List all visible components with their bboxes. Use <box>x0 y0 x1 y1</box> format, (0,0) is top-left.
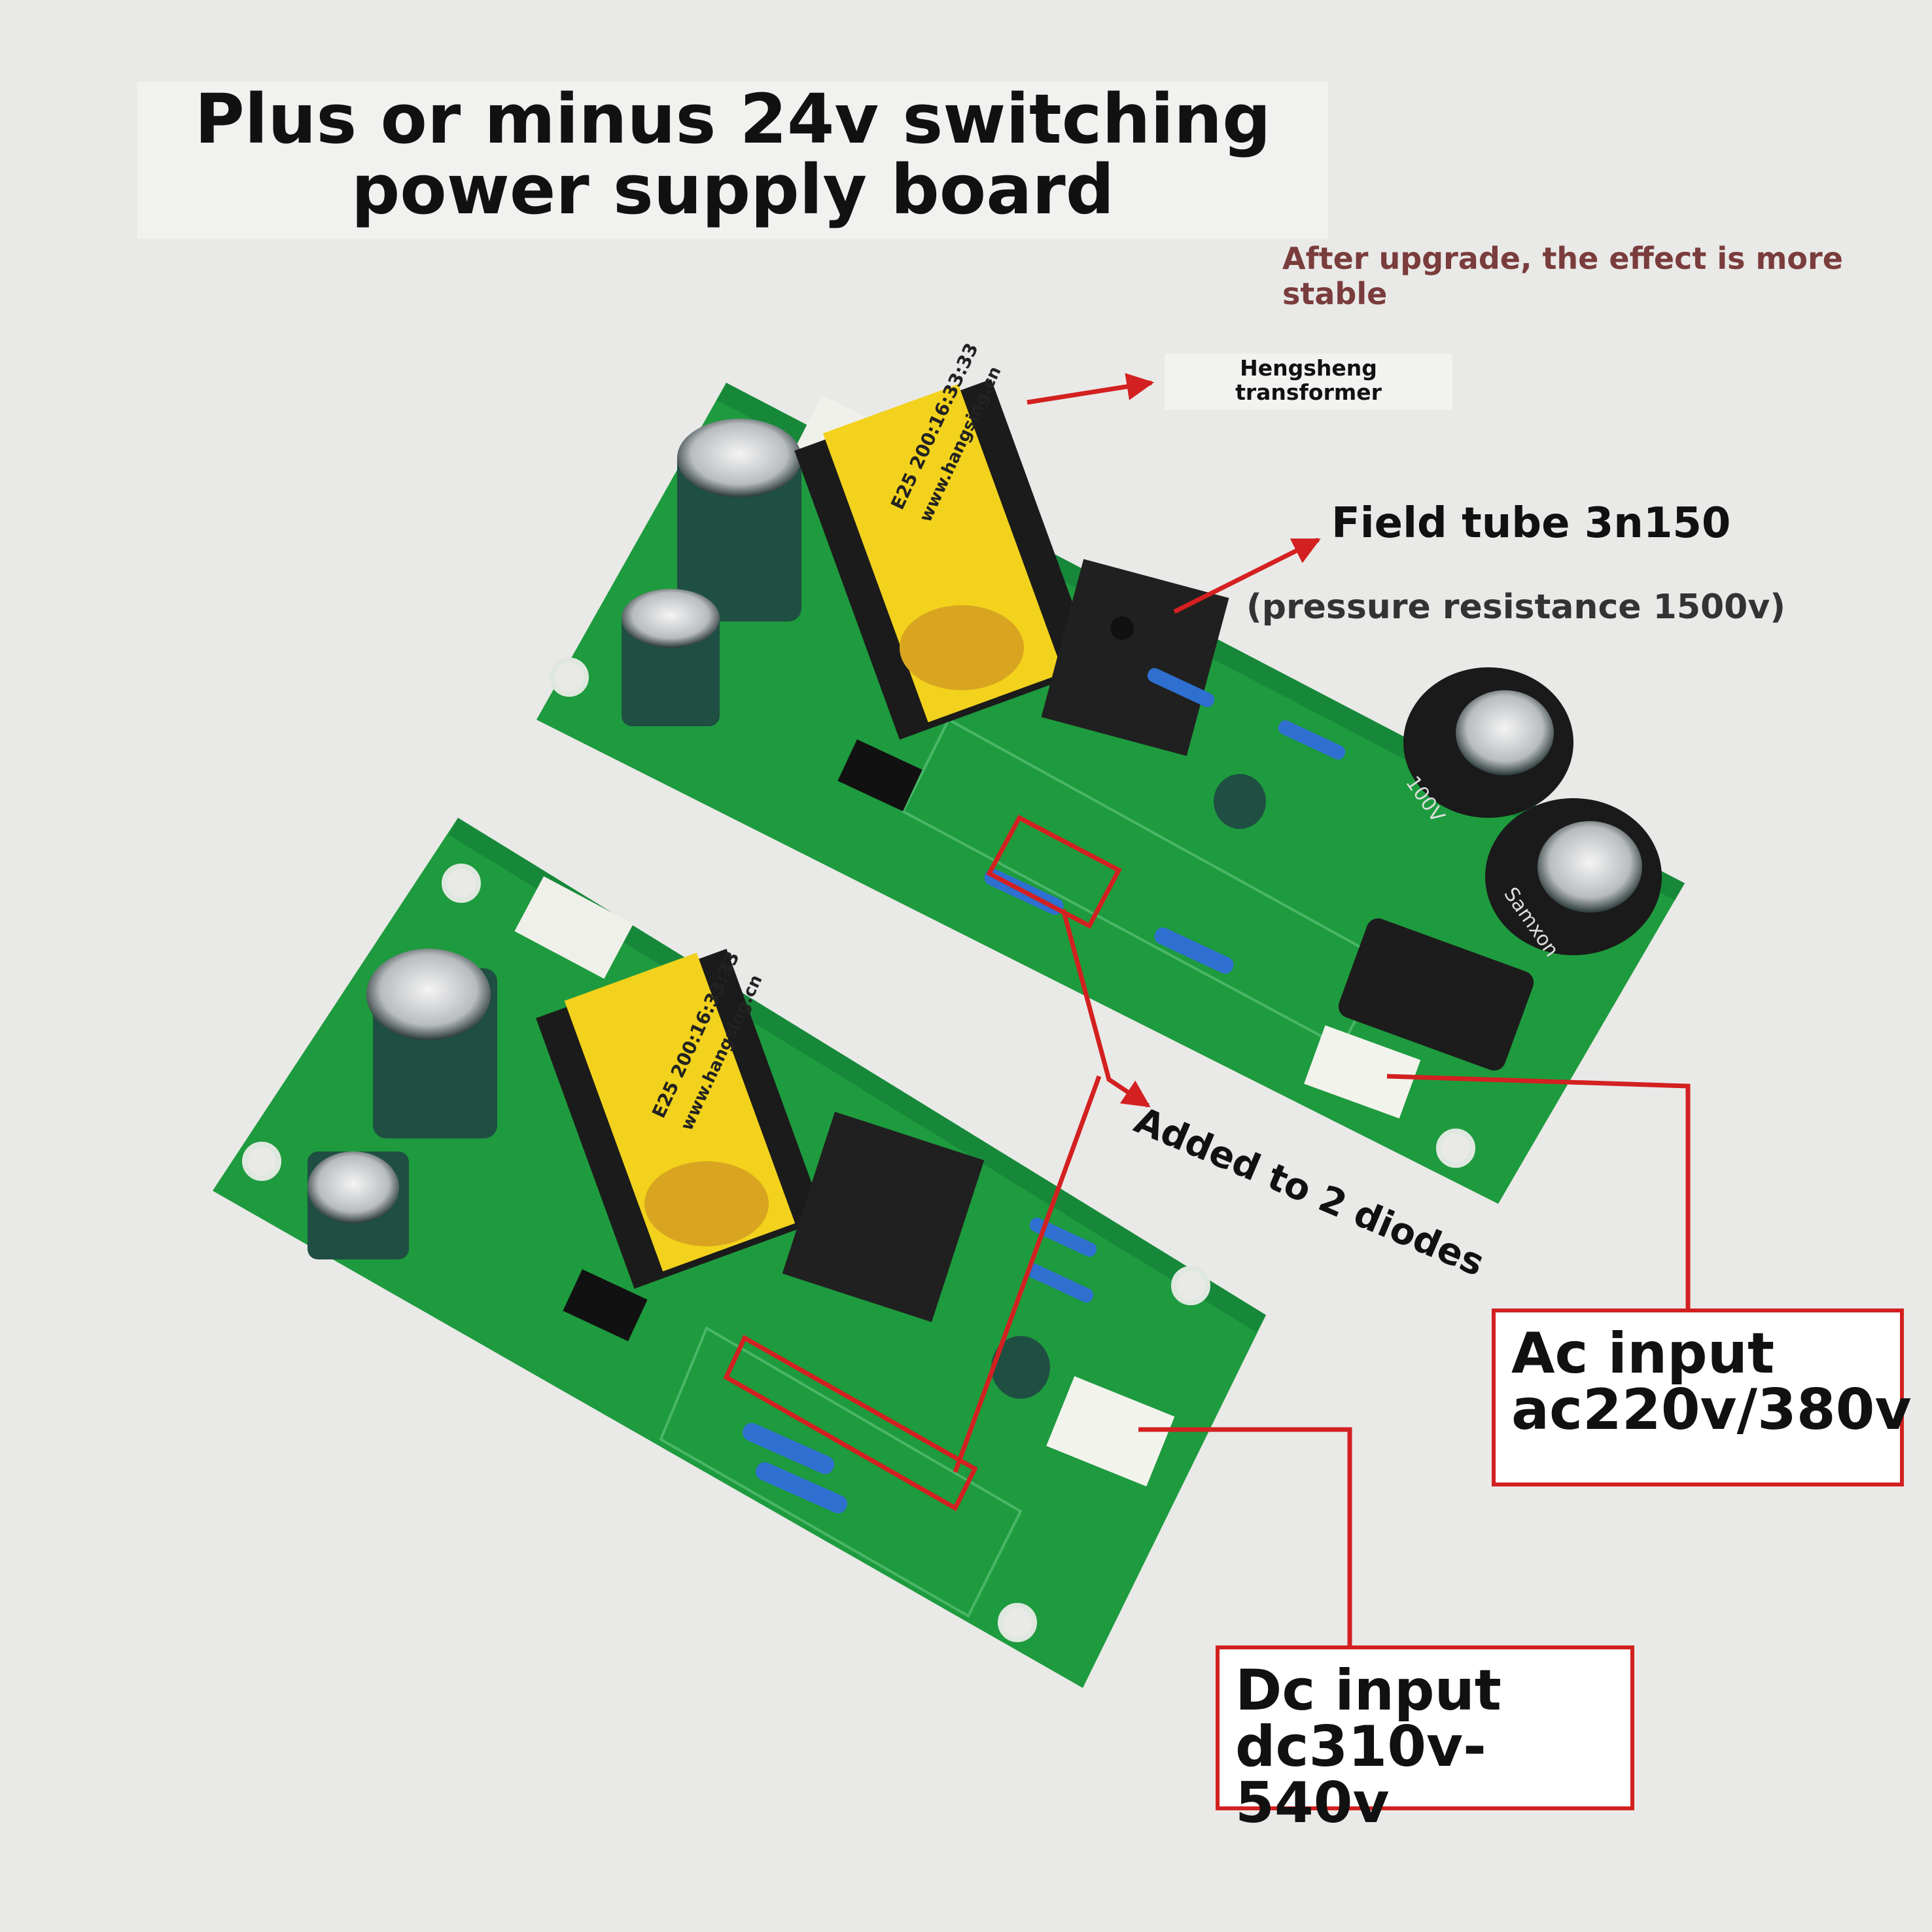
lower-capacitor-left-icon <box>307 949 497 1259</box>
subtitle: After upgrade, the effect is more stable <box>1282 241 1843 311</box>
ac-input-callout: Ac input ac220v/380v <box>1492 1308 1912 1486</box>
field-tube-callout: Field tube 3n150 <box>1331 499 1731 548</box>
title-line-1: Plus or minus 24v switching <box>194 79 1271 159</box>
upper-transformer-icon <box>794 379 1097 740</box>
upper-pcb-board <box>536 379 1685 1204</box>
arrow-field-tube <box>1173 537 1321 614</box>
upper-diode-highlight <box>986 815 1122 929</box>
pressure-callout: (pressure resistance 1500v) <box>1246 588 1786 627</box>
ac-input-line-1: Ac input <box>1511 1321 1775 1386</box>
lower-transformer-icon <box>536 949 825 1289</box>
transformer-callout: Hengsheng transformer <box>1165 353 1452 410</box>
lower-diode-highlight <box>723 1335 978 1511</box>
upper-capacitor-small-icon <box>622 589 720 726</box>
arrow-diodes <box>1061 909 1151 1108</box>
dc-input-callout: Dc input dc310v-540v <box>1216 1645 1634 1831</box>
page-title: Plus or minus 24v switching power supply… <box>137 84 1328 225</box>
arrow-diodes-lower <box>953 1075 1102 1473</box>
title-line-2: power supply board <box>351 150 1115 230</box>
dc-input-line-2: dc310v-540v <box>1235 1714 1486 1836</box>
upper-capacitor-right-icon <box>1403 667 1662 955</box>
lower-pcb-board <box>213 818 1266 1688</box>
upper-capacitor-left-icon <box>677 419 801 622</box>
lower-field-tube-icon <box>782 1112 985 1322</box>
leader-dc-input <box>1138 1427 1352 1645</box>
ac-input-line-2: ac220v/380v <box>1511 1377 1912 1443</box>
leader-ac-input <box>1386 1074 1691 1308</box>
transformer-callout-line-1: Hengsheng <box>1240 355 1377 381</box>
arrow-transformer <box>1027 373 1155 405</box>
transformer-callout-line-2: transformer <box>1235 379 1382 405</box>
title-band <box>137 82 1328 239</box>
dc-input-line-1: Dc input <box>1235 1658 1502 1723</box>
